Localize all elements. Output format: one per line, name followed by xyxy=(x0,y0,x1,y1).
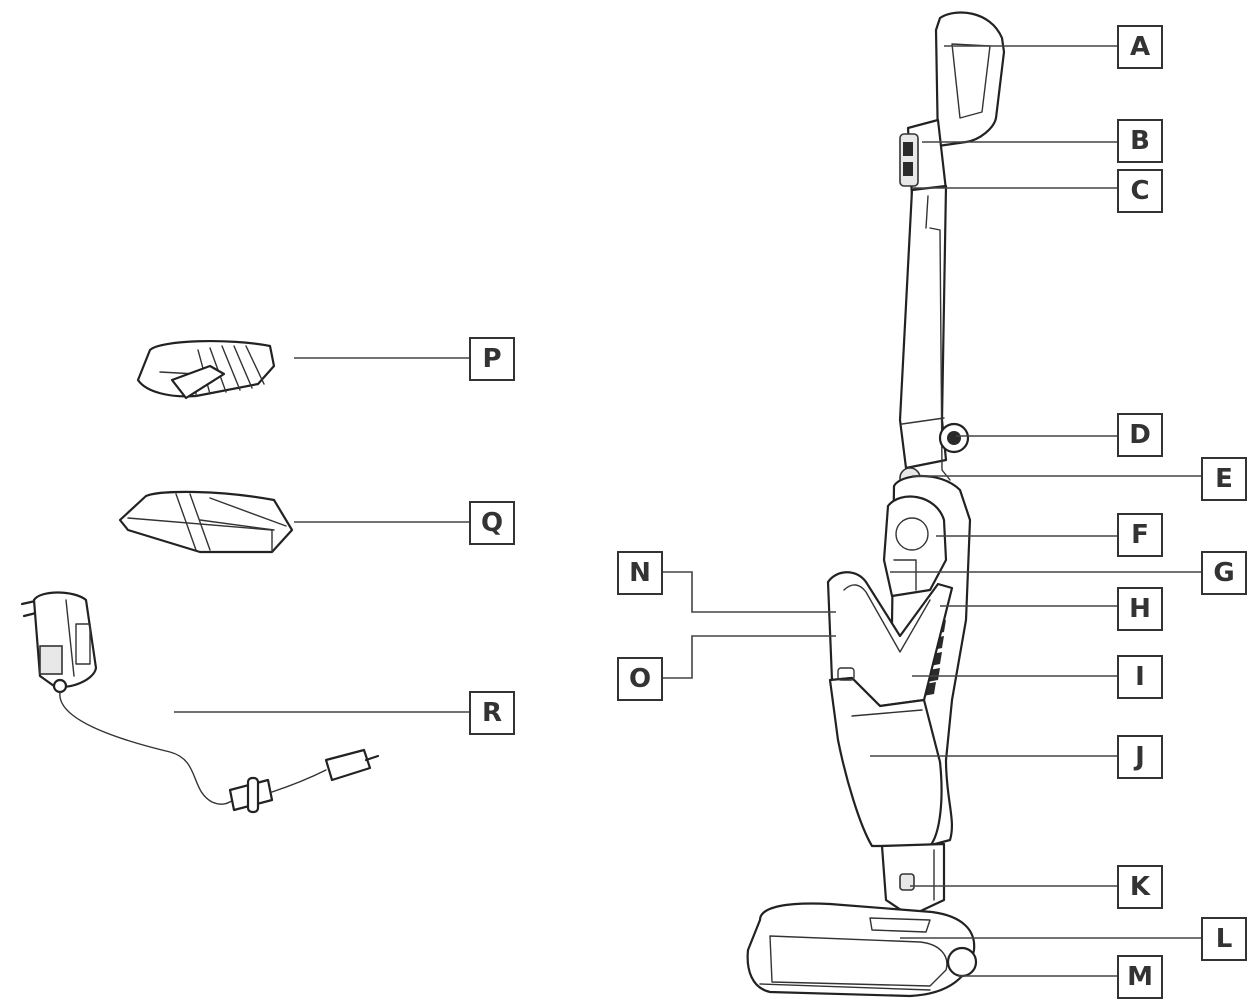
callout-label-Q: Q xyxy=(481,508,503,538)
crevice-tool-illustration xyxy=(136,339,276,400)
charger-adapter-illustration xyxy=(20,591,380,814)
callout-P: P xyxy=(469,337,515,381)
callout-Q: Q xyxy=(469,501,515,545)
callout-label-N: N xyxy=(629,558,651,588)
callout-label-J: J xyxy=(1133,742,1145,772)
callout-I: I xyxy=(1117,655,1163,699)
callout-label-F: F xyxy=(1131,520,1149,550)
callout-label-K: K xyxy=(1130,872,1151,902)
callout-label-G: G xyxy=(1213,558,1234,588)
callout-E: E xyxy=(1201,457,1247,501)
callout-label-H: H xyxy=(1129,594,1151,624)
callout-label-A: A xyxy=(1130,32,1150,62)
floor-head-wheel xyxy=(946,946,978,978)
callout-C: C xyxy=(1117,169,1163,213)
callout-D: D xyxy=(1117,413,1163,457)
callout-R: R xyxy=(469,691,515,735)
callout-label-P: P xyxy=(482,344,501,374)
power-switch xyxy=(899,133,919,187)
callout-L: L xyxy=(1201,917,1247,961)
callout-label-D: D xyxy=(1129,420,1151,450)
callout-H: H xyxy=(1117,587,1163,631)
callout-label-B: B xyxy=(1130,126,1150,156)
callout-G: G xyxy=(1201,551,1247,595)
callout-label-E: E xyxy=(1215,464,1233,494)
callout-label-R: R xyxy=(482,698,502,728)
callout-label-I: I xyxy=(1135,662,1145,692)
callout-O: O xyxy=(617,657,663,701)
callout-N: N xyxy=(617,551,663,595)
callout-label-L: L xyxy=(1216,924,1233,954)
brush-tool-illustration xyxy=(118,490,294,554)
callout-B: B xyxy=(1117,119,1163,163)
callout-label-M: M xyxy=(1127,962,1153,992)
bin-release-button xyxy=(837,667,855,681)
callout-F: F xyxy=(1117,513,1163,557)
leader-lines xyxy=(174,45,1202,977)
callout-label-C: C xyxy=(1130,176,1149,206)
callout-M: M xyxy=(1117,955,1163,999)
callout-J: J xyxy=(1117,735,1163,779)
callout-K: K xyxy=(1117,865,1163,909)
stick-vacuum-illustration xyxy=(746,11,1006,998)
callout-label-O: O xyxy=(629,664,651,694)
callout-A: A xyxy=(1117,25,1163,69)
